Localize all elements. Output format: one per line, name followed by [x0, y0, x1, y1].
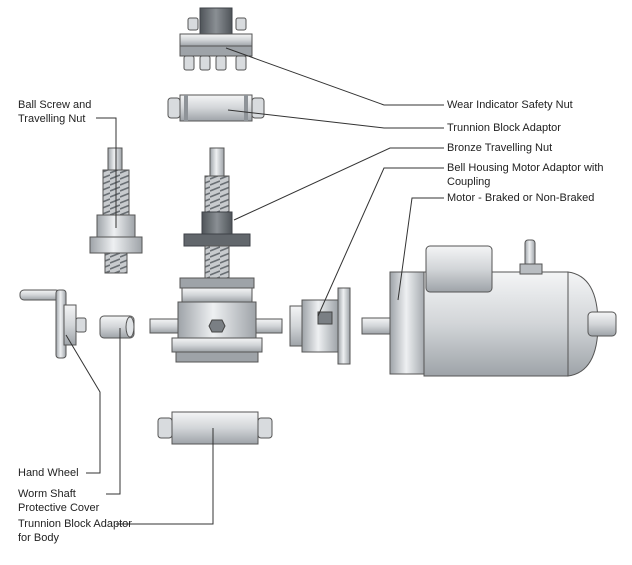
label-bronze-travelling-nut: Bronze Travelling Nut: [447, 142, 553, 154]
trunnion-block-adaptor-top[interactable]: [167, 94, 265, 122]
bell-housing-motor-adaptor[interactable]: [289, 287, 351, 365]
hand-wheel[interactable]: [19, 289, 87, 359]
label-trunnion-block-body: Trunnion Block Adaptor for Body: [18, 518, 132, 544]
trunnion-block-adaptor-body[interactable]: [157, 411, 273, 445]
wear-indicator-safety-nut[interactable]: [179, 7, 253, 71]
label-trunnion-block-adaptor: Trunnion Block Adaptor: [447, 122, 561, 134]
bronze-travelling-nut[interactable]: [183, 147, 251, 279]
label-worm-shaft-cover: Worm Shaft Protective Cover: [18, 488, 100, 514]
leader-lines: [65, 47, 444, 525]
worm-shaft-protective-cover[interactable]: [99, 315, 135, 339]
label-wear-indicator-safety-nut: Wear Indicator Safety Nut: [447, 99, 573, 111]
label-motor: Motor - Braked or Non-Braked: [447, 192, 595, 204]
label-bell-housing-motor-adaptor: Bell Housing Motor Adaptor with Coupling: [447, 162, 604, 188]
screw-jack-gearbox[interactable]: [149, 277, 283, 363]
label-ball-screw: Ball Screw and Travelling Nut: [18, 99, 92, 125]
motor[interactable]: [361, 239, 617, 377]
label-hand-wheel: Hand Wheel: [18, 467, 79, 479]
